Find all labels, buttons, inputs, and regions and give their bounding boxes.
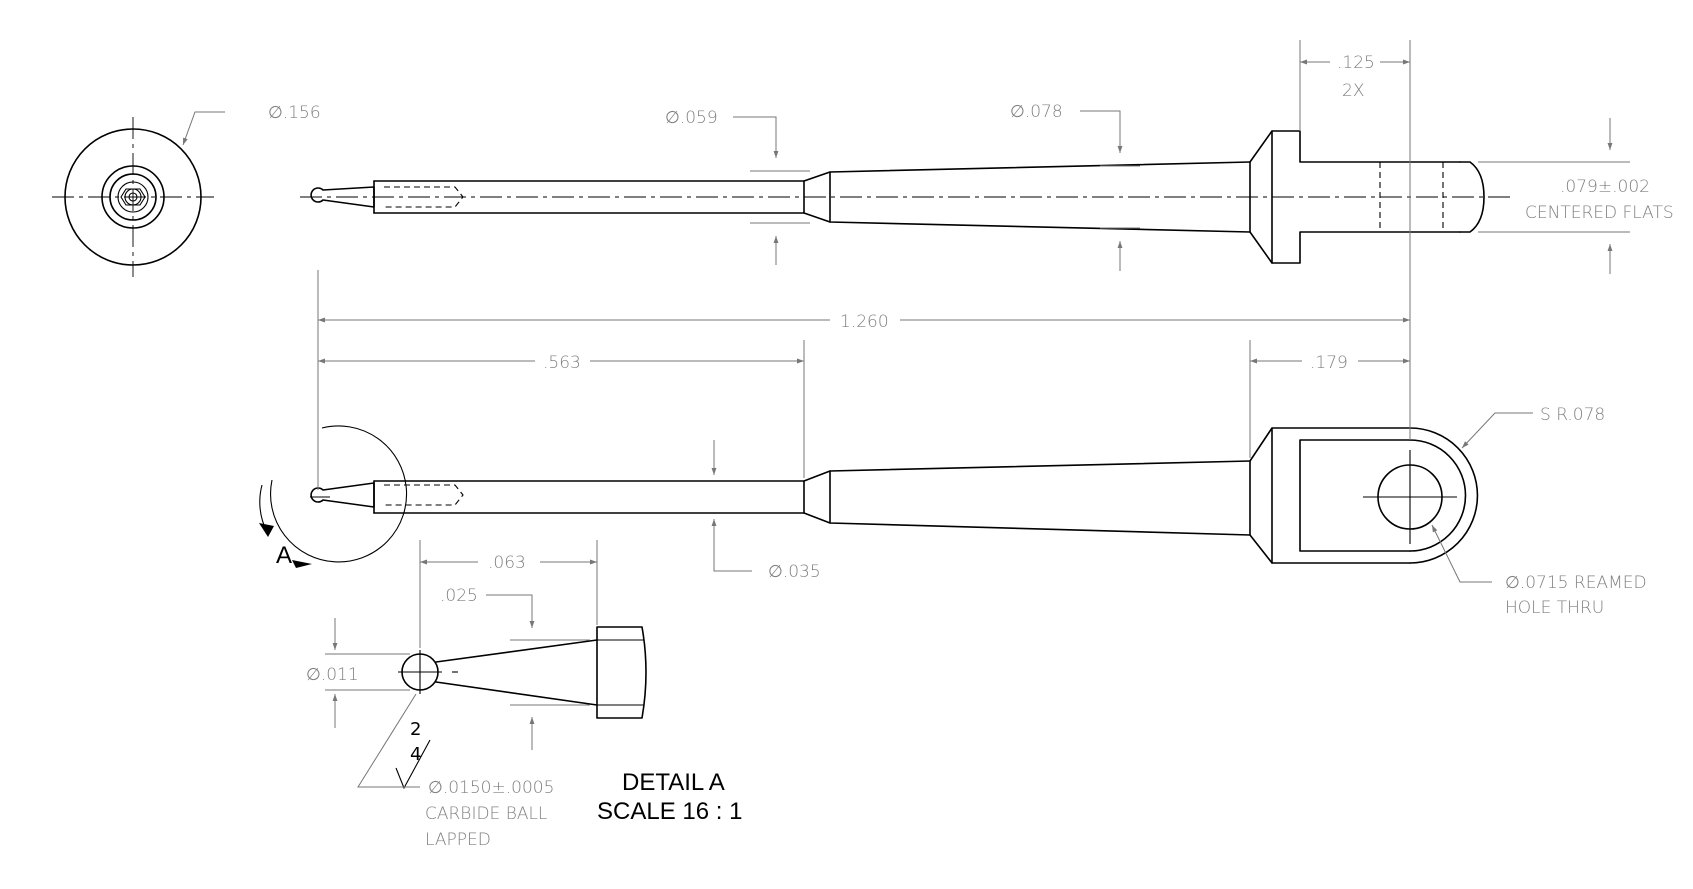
end-dia-label: ∅.156 bbox=[268, 103, 321, 123]
detail-length-label: .063 bbox=[488, 553, 526, 573]
detail-a-view: .063 .025 ∅.011 2 4 ∅.0150±.0005 CARBIDE… bbox=[300, 540, 742, 850]
shoulder-length-label: .563 bbox=[543, 353, 581, 373]
side-view: A 1.260 .563 .179 S R.078 ∅.035 ∅.0715 R… bbox=[259, 270, 1647, 618]
slot-width-label: .125 bbox=[1337, 53, 1375, 73]
detail-taper-label: .025 bbox=[440, 586, 478, 606]
sphere-radius-label: S R.078 bbox=[1540, 405, 1605, 425]
tip-dia-label: ∅.059 bbox=[665, 108, 718, 128]
end-view: ∅.156 bbox=[52, 103, 321, 277]
top-view: ∅.059 ∅.078 .125 2X .079±.002 CENTERED F… bbox=[300, 40, 1674, 274]
detail-callout-label: A bbox=[276, 542, 292, 569]
flats-tol-label: .079±.002 bbox=[1560, 177, 1650, 197]
hole-dia-label: ∅.0715 REAMED bbox=[1505, 573, 1647, 593]
hole-note: HOLE THRU bbox=[1505, 598, 1604, 618]
eye-offset-label: .179 bbox=[1310, 353, 1348, 373]
detail-scale: SCALE 16 : 1 bbox=[597, 798, 742, 825]
finish-top: 2 bbox=[410, 719, 421, 740]
ball-dia-label: ∅.0150±.0005 bbox=[428, 778, 554, 798]
detail-title: DETAIL A bbox=[622, 769, 725, 796]
shank-dia-label: ∅.035 bbox=[768, 562, 821, 582]
finish-bottom: 4 bbox=[410, 744, 421, 765]
ball-note-2: LAPPED bbox=[425, 830, 491, 850]
ball-note-1: CARBIDE BALL bbox=[425, 804, 547, 824]
neck-dia-label: ∅.011 bbox=[306, 665, 359, 685]
overall-length-label: 1.260 bbox=[840, 312, 889, 332]
slot-count-label: 2X bbox=[1342, 81, 1364, 101]
body-dia-label: ∅.078 bbox=[1010, 102, 1063, 122]
flats-note: CENTERED FLATS bbox=[1525, 203, 1674, 223]
